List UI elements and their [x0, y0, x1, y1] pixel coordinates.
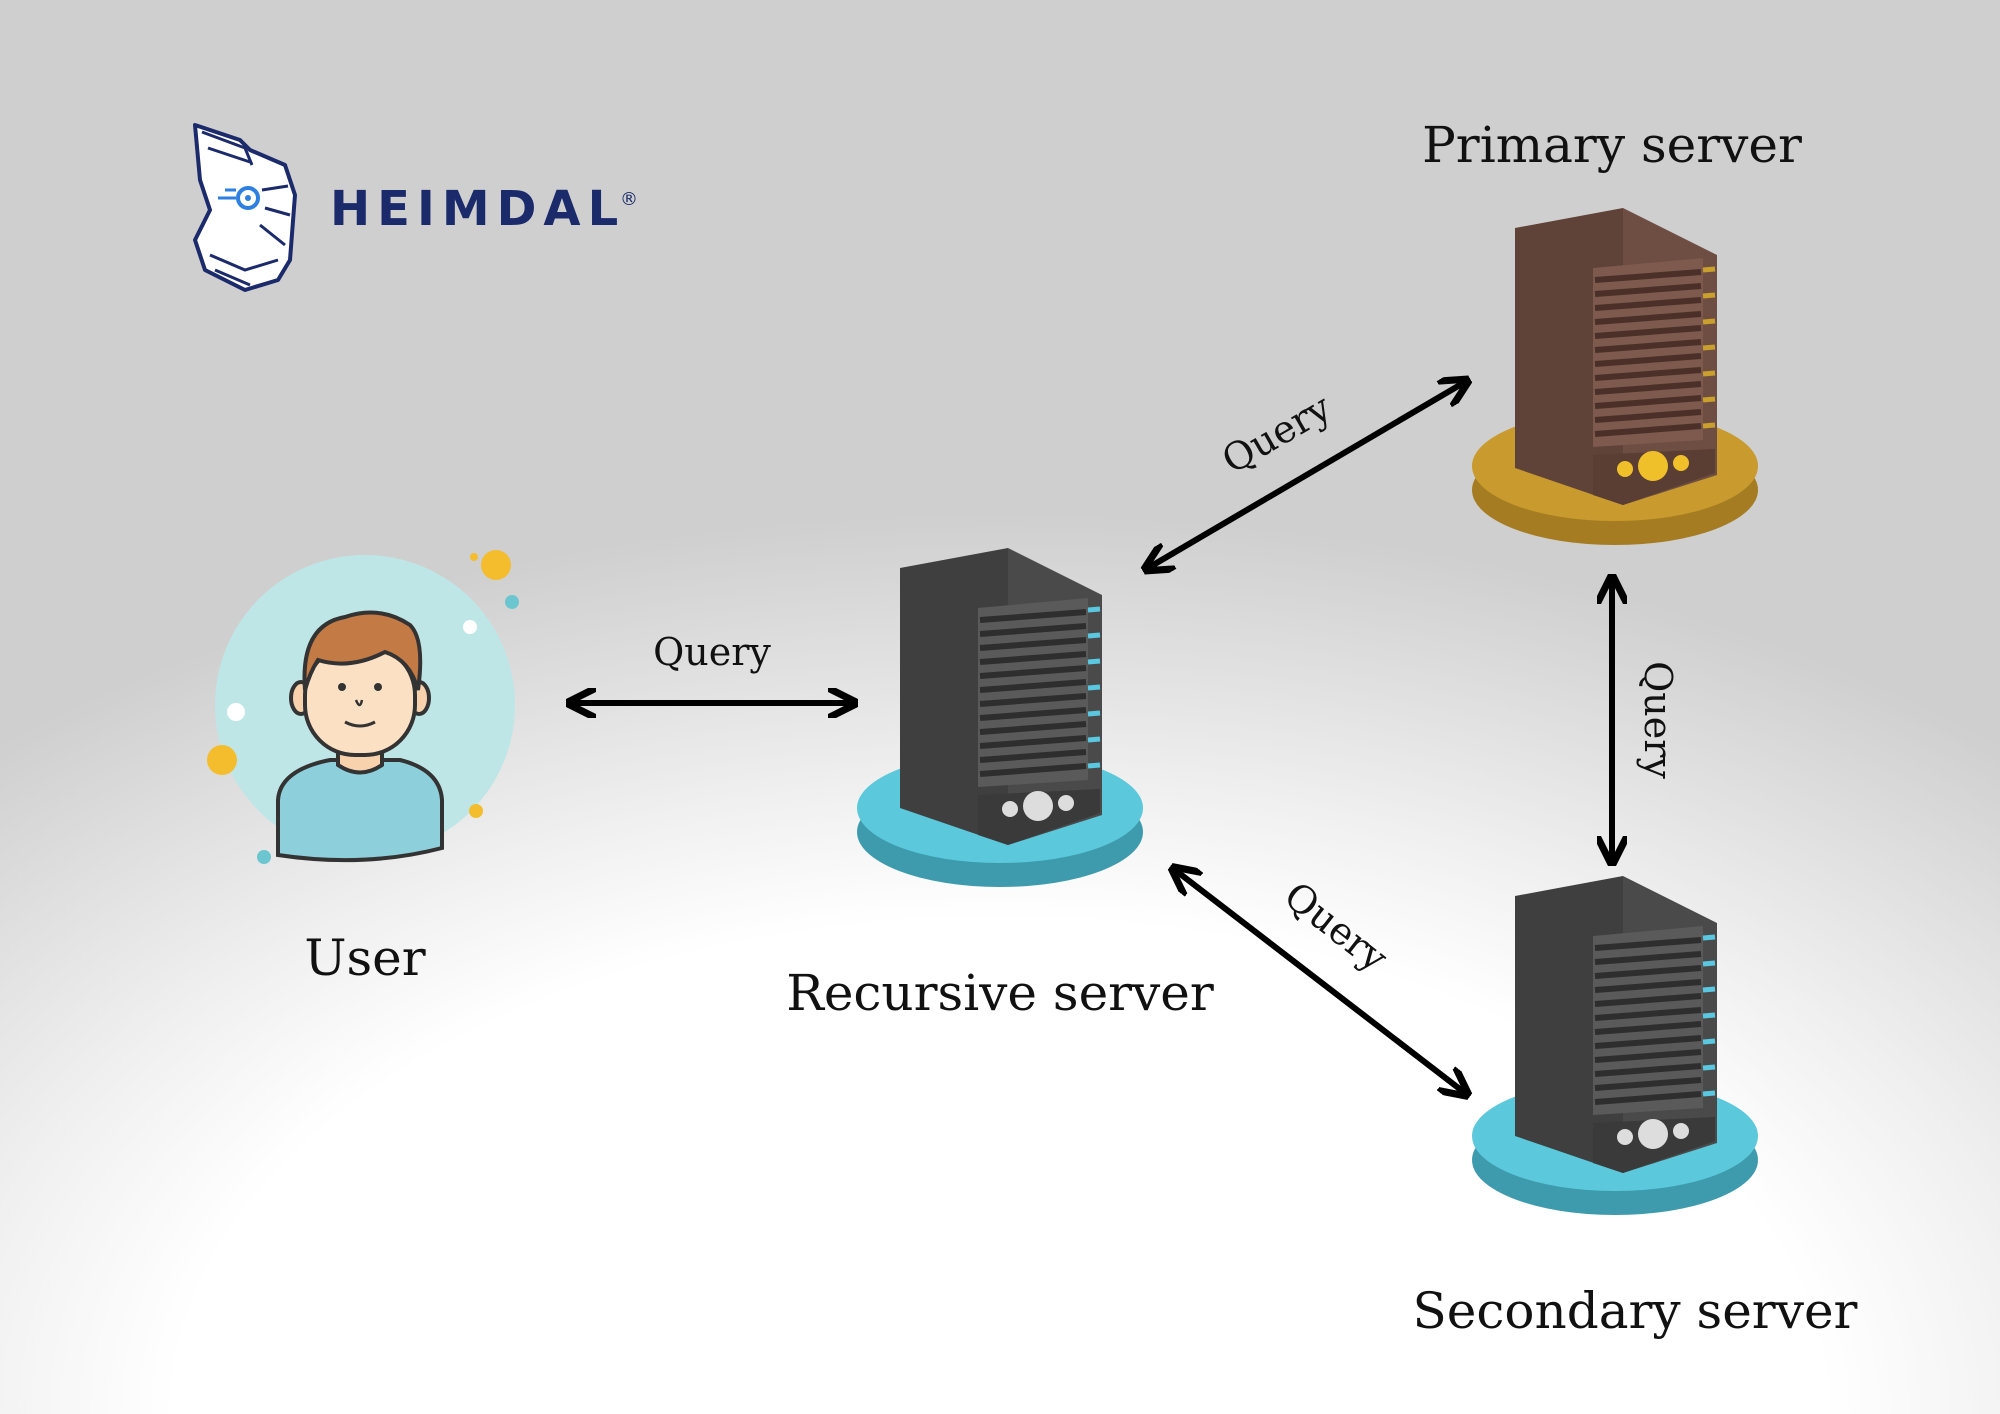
recursive-server-node: Recursive server — [786, 548, 1214, 1022]
edge-label: Query — [1636, 661, 1680, 779]
server-icon — [1472, 208, 1758, 545]
user-label: User — [304, 929, 425, 987]
user-avatar-icon — [276, 610, 444, 863]
edge-label: Query — [653, 630, 771, 674]
primary-server-label: Primary server — [1422, 116, 1802, 174]
edge-recursive-primary: Query — [1148, 382, 1465, 568]
heimdal-logo: HEIMDAL ® — [193, 123, 638, 292]
user-node: User — [207, 550, 519, 987]
recursive-server-label: Recursive server — [786, 964, 1214, 1022]
heimdal-helmet-icon — [193, 123, 297, 292]
primary-server-node: Primary server — [1422, 116, 1802, 545]
secondary-server-label: Secondary server — [1413, 1282, 1858, 1340]
server-icon — [1472, 876, 1758, 1215]
server-icon — [857, 548, 1143, 887]
brand-name: HEIMDAL — [330, 181, 625, 237]
edge-recursive-secondary: Query — [1175, 870, 1465, 1093]
secondary-server-node: Secondary server — [1413, 876, 1858, 1340]
decor-dot — [481, 550, 511, 580]
edge-user-recursive: Query — [572, 630, 852, 703]
edge-primary-secondary: Query — [1612, 580, 1680, 860]
registered-mark: ® — [620, 189, 638, 210]
